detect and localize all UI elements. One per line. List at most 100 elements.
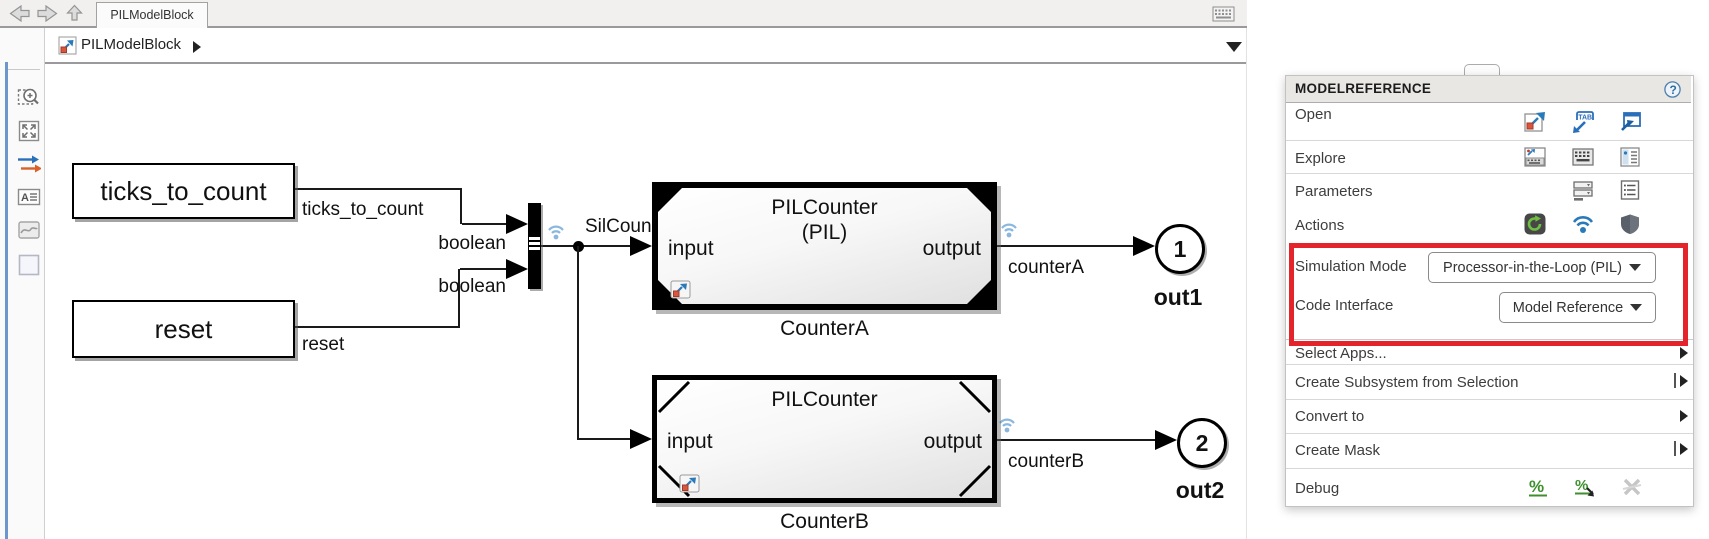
mux-block[interactable]	[528, 203, 541, 289]
wire-ticks[interactable]	[291, 188, 462, 190]
block-title: PILCounter	[771, 196, 878, 219]
model-explorer-keyboard-icon[interactable]	[1571, 145, 1595, 169]
area-icon[interactable]	[17, 253, 41, 277]
zoom-to-region-icon[interactable]	[17, 85, 41, 109]
outport-label: output	[923, 430, 982, 453]
log-signals-wifi-icon[interactable]	[1571, 212, 1595, 236]
shield-icon[interactable]	[1618, 212, 1642, 236]
menu-item-select-apps[interactable]: Select Apps...	[1295, 345, 1387, 362]
wire-reset-v[interactable]	[458, 269, 460, 328]
model-corner-lines-icon	[657, 380, 992, 498]
up-icon[interactable]	[66, 4, 83, 22]
window-accent-edge	[5, 62, 8, 539]
wire-counterA-out[interactable]	[997, 245, 1134, 247]
submenu-arrow-icon	[1680, 443, 1688, 455]
annotation-icon[interactable]: A	[17, 185, 41, 209]
signal-label-ticks[interactable]: ticks_to_count	[302, 199, 424, 220]
open-model-icon[interactable]	[1523, 110, 1547, 134]
remove-breakpoints-icon	[1622, 478, 1642, 496]
modelreference-context-menu: MODELREFERENCE ? Open TAB Explore	[1285, 75, 1694, 507]
image-icon[interactable]	[17, 218, 41, 242]
inport-block-reset[interactable]: reset	[72, 300, 295, 358]
breadcrumb[interactable]: PILModelBlock	[81, 36, 182, 53]
submenu-arrow-icon	[1680, 375, 1688, 387]
signal-label-counterB[interactable]: counterB	[1008, 451, 1085, 472]
wire-reset-h2[interactable]	[460, 268, 508, 270]
outport-name-2[interactable]: out2	[1175, 477, 1225, 503]
mux-grip	[528, 236, 541, 253]
coverage-percent-icon[interactable]: %	[1526, 475, 1550, 499]
panel-drag-handle[interactable]	[1464, 64, 1500, 77]
outport-label: output	[922, 237, 981, 260]
arrowhead	[1155, 430, 1177, 450]
model-reference-badge-icon	[58, 36, 77, 55]
block-name-counterA[interactable]: CounterA	[780, 317, 869, 340]
wire-ticks-h2[interactable]	[462, 223, 508, 225]
menu-item-create-mask[interactable]: Create Mask	[1295, 442, 1381, 459]
menu-divider	[1286, 339, 1693, 340]
inport-label: input	[667, 430, 713, 453]
block-name-counterB[interactable]: CounterB	[780, 510, 869, 533]
parameter-stack-icon[interactable]	[1571, 178, 1595, 202]
wire-ticks-v[interactable]	[460, 188, 462, 224]
refresh-icon[interactable]	[1523, 212, 1547, 236]
arrowhead	[506, 259, 528, 279]
chevron-down-icon	[1630, 304, 1643, 311]
arrowhead	[506, 214, 528, 234]
highlight-rectangle	[1289, 243, 1688, 346]
outport-name-1[interactable]: out1	[1153, 284, 1203, 310]
signal-label-counterA[interactable]: counterA	[1008, 257, 1085, 278]
wire-branch-h[interactable]	[577, 438, 632, 440]
simulation-mode-dropdown[interactable]: Processor-in-the-Loop (PIL)	[1428, 252, 1656, 283]
keyboard-icon[interactable]	[1212, 6, 1235, 22]
model-block-counterA[interactable]: PILCounter (PIL) input output	[652, 182, 997, 310]
outport-block-2[interactable]: 2	[1177, 418, 1227, 468]
block-mode-label: (PIL)	[801, 221, 848, 244]
signal-logging-wifi-icon[interactable]	[545, 221, 567, 241]
model-reference-badge-icon	[679, 474, 700, 493]
open-in-new-tab-icon[interactable]: TAB	[1571, 110, 1595, 134]
datatype-label-boolean-1: boolean	[438, 233, 506, 254]
menu-row-actions: Actions	[1295, 217, 1345, 234]
wire-branch-v[interactable]	[577, 246, 579, 439]
datatype-label-boolean-2: boolean	[438, 276, 506, 297]
coverage-report-icon[interactable]: %	[1573, 475, 1597, 499]
canvas-right-edge	[1246, 28, 1247, 539]
block-title: PILCounter	[771, 388, 878, 411]
signal-label-sil[interactable]: SilCoun	[585, 216, 652, 237]
menu-divider	[1286, 364, 1693, 365]
forward-icon[interactable]	[37, 5, 58, 22]
model-explorer-icon[interactable]	[1523, 145, 1547, 169]
back-icon[interactable]	[9, 5, 30, 22]
wire-counterB-out[interactable]	[997, 439, 1156, 441]
palette-divider	[8, 69, 40, 70]
menu-item-create-subsystem[interactable]: Create Subsystem from Selection	[1295, 374, 1519, 391]
inport-block-ticks[interactable]: ticks_to_count	[72, 163, 295, 219]
menu-item-convert-to[interactable]: Convert to	[1295, 408, 1365, 425]
signal-routing-icon[interactable]	[17, 152, 41, 176]
chevron-down-icon	[1628, 264, 1641, 271]
outport-block-1[interactable]: 1	[1155, 224, 1205, 274]
palette-sidebar	[0, 28, 45, 539]
signal-logging-wifi-icon[interactable]	[996, 414, 1018, 434]
referenced-files-icon[interactable]	[1618, 145, 1642, 169]
wire-mux-out[interactable]	[541, 245, 632, 247]
help-icon[interactable]: ?	[1664, 81, 1681, 98]
breadcrumb-chevron-icon[interactable]	[193, 41, 201, 53]
signal-logging-wifi-icon[interactable]	[998, 219, 1020, 239]
code-interface-dropdown[interactable]: Model Reference	[1499, 292, 1656, 323]
inport-label: input	[668, 237, 714, 260]
arrowhead	[1133, 236, 1155, 256]
open-in-new-window-icon[interactable]	[1618, 110, 1642, 134]
parameter-list-icon[interactable]	[1618, 178, 1642, 202]
svg-text:%: %	[1529, 477, 1544, 496]
fit-to-view-icon[interactable]	[17, 119, 41, 143]
arrowhead	[630, 236, 652, 256]
submenu-arrow-icon	[1680, 347, 1688, 359]
menu-row-debug: Debug	[1295, 480, 1340, 497]
signal-label-reset[interactable]: reset	[302, 334, 345, 355]
model-block-counterB[interactable]: PILCounter input output	[652, 375, 997, 503]
wire-reset[interactable]	[291, 326, 460, 328]
breadcrumb-dropdown-icon[interactable]	[1226, 42, 1242, 52]
model-tab[interactable]: PILModelBlock	[96, 2, 208, 28]
